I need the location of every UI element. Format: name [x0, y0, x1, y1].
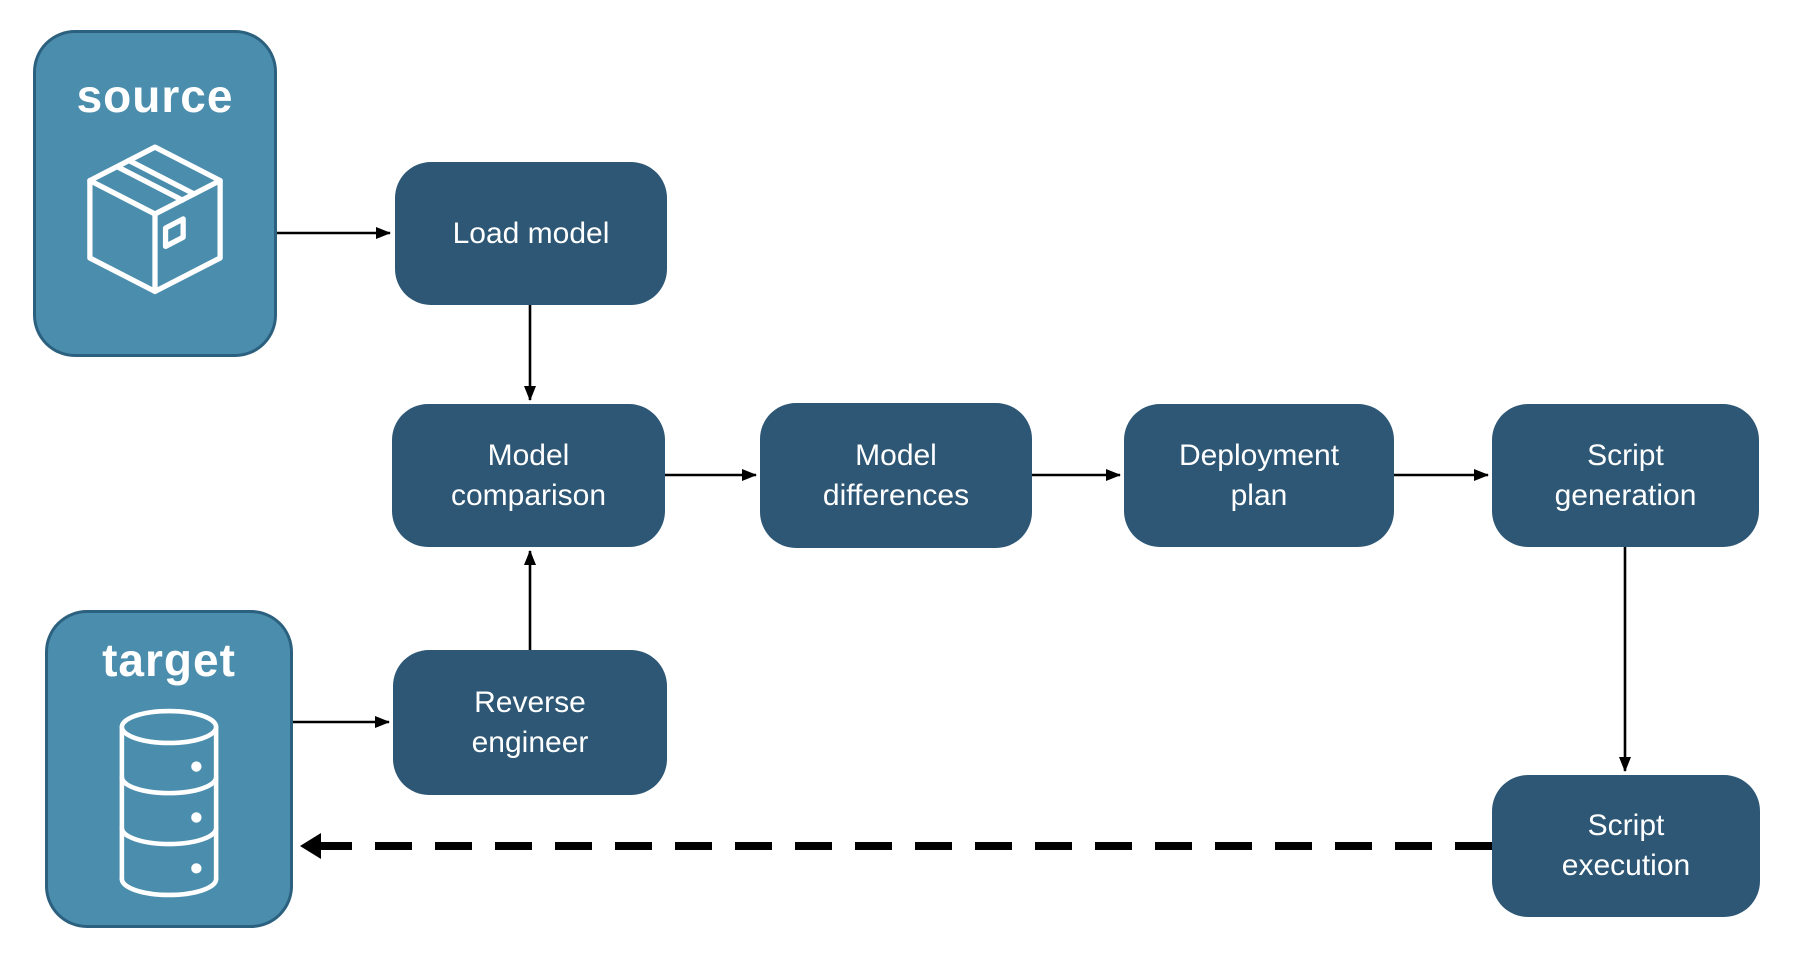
node-label: Model comparison — [450, 438, 607, 512]
node-label: Reverse engineer — [471, 685, 589, 759]
node-model-comparison: Model comparison — [392, 404, 665, 547]
database-icon — [119, 708, 219, 897]
target-endpoint-box: target — [45, 610, 293, 928]
node-label: Script execution — [1561, 809, 1691, 882]
node-label: Load model — [452, 216, 610, 250]
node-label: Deployment plan — [1178, 438, 1340, 512]
node-script-generation: Script generation — [1492, 404, 1759, 547]
package-icon — [87, 144, 223, 294]
node-label: Model differences — [822, 438, 970, 512]
source-endpoint-box: source — [33, 30, 277, 357]
node-model-differences: Model differences — [760, 403, 1032, 548]
node-reverse-engineer: Reverse engineer — [393, 650, 667, 795]
node-script-execution: Script execution — [1492, 775, 1760, 917]
node-load-model: Load model — [395, 162, 667, 305]
source-title: source — [76, 70, 234, 122]
node-label: Script generation — [1554, 438, 1697, 512]
target-title: target — [102, 634, 236, 686]
node-deployment-plan: Deployment plan — [1124, 404, 1394, 547]
